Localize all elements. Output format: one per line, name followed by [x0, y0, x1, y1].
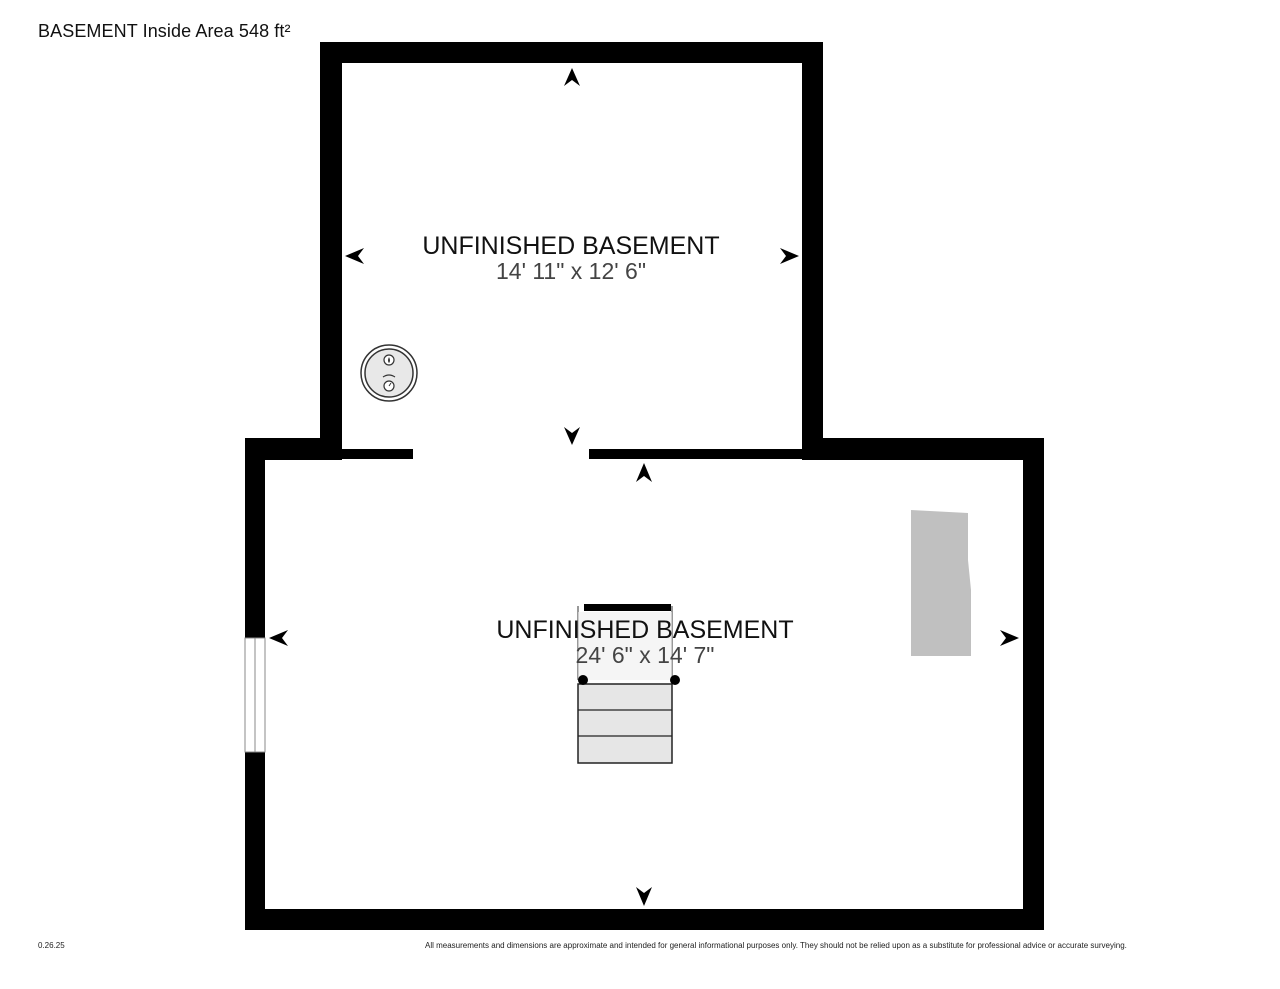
- room-name: UNFINISHED BASEMENT: [496, 616, 794, 644]
- arrow-left-icon: [345, 248, 364, 264]
- room-label-lower: UNFINISHED BASEMENT 24' 6" x 14' 7": [470, 617, 820, 667]
- arrow-left-icon: [269, 630, 288, 646]
- window-icon: [244, 637, 266, 753]
- room-name: UNFINISHED BASEMENT: [422, 232, 720, 260]
- dimension-arrows-lower: [269, 463, 1019, 906]
- walls: [245, 42, 1044, 930]
- arrow-right-icon: [1000, 630, 1019, 646]
- arrow-right-icon: [780, 248, 799, 264]
- arrow-down-icon: [564, 427, 580, 445]
- stairs-icon: [577, 604, 680, 764]
- arrow-up-icon: [636, 463, 652, 482]
- dimension-arrows-upper: [345, 68, 799, 445]
- room-dimensions: 24' 6" x 14' 7": [575, 642, 715, 668]
- water-heater-icon: [360, 344, 418, 402]
- disclaimer-text: All measurements and dimensions are appr…: [425, 941, 1127, 950]
- arrow-down-icon: [636, 887, 652, 906]
- plan-date: 0.26.25: [38, 941, 65, 950]
- gray-block-fixture: [911, 510, 971, 656]
- room-dimensions: 14' 11" x 12' 6": [495, 258, 646, 284]
- floor-plan-title: BASEMENT Inside Area 548 ft²: [38, 21, 291, 41]
- arrow-up-icon: [564, 68, 580, 86]
- room-label-upper: UNFINISHED BASEMENT 14' 11" x 12' 6": [400, 233, 742, 283]
